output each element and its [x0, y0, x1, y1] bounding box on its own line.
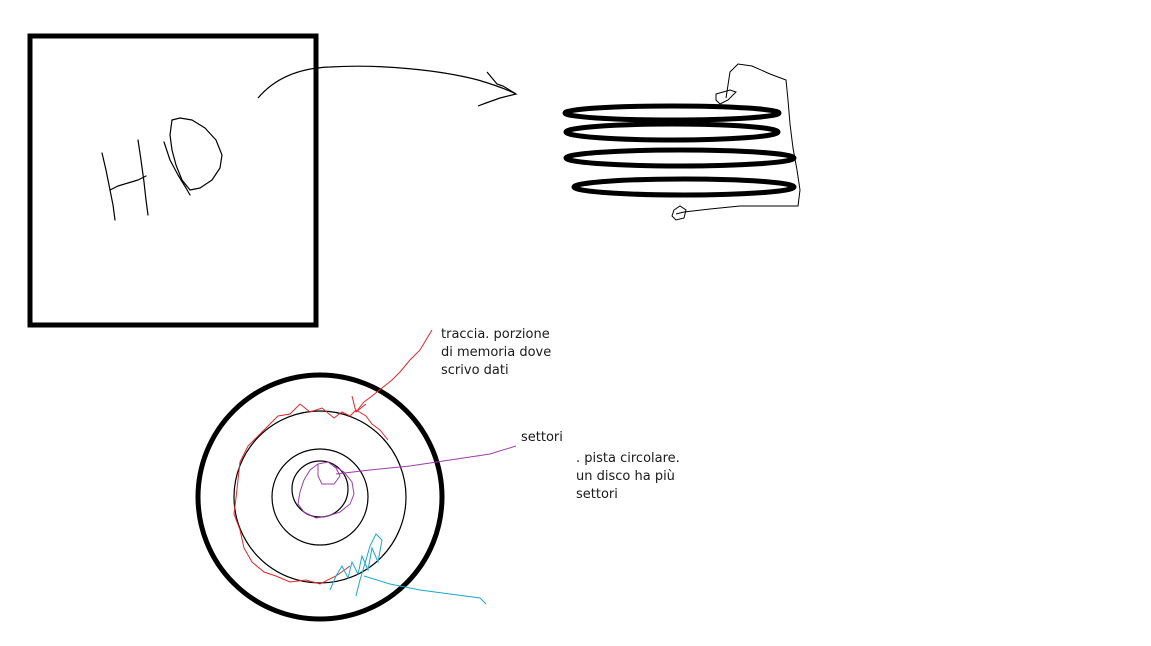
- annotation-settori: settori: [521, 429, 563, 447]
- arrow: [257, 65, 518, 107]
- track-outer-circle: [233, 410, 407, 584]
- annotation-pista: . pista circolare. un disco ha più setto…: [576, 450, 680, 504]
- actuator-arm: [671, 63, 801, 221]
- annotation-pista-line-2: un disco ha più: [576, 469, 675, 484]
- settori-pointer: [335, 445, 517, 475]
- annotation-settori-line-1: settori: [521, 430, 563, 445]
- annotation-pista-line-3: settori: [576, 487, 618, 502]
- disk-diagram: [195, 372, 445, 622]
- track-highlight-red: [233, 403, 389, 585]
- annotation-pista-line-1: . pista circolare.: [576, 451, 680, 466]
- traccia-pointer: [355, 329, 433, 413]
- hd-handwriting: [101, 117, 223, 221]
- track-middle-circle: [271, 448, 369, 546]
- platter-stack: [562, 103, 797, 198]
- pista-pointer: [363, 575, 487, 605]
- pista-highlight-cyan: [329, 533, 383, 597]
- annotation-traccia: traccia. porzione di memoria dove scrivo…: [441, 326, 551, 380]
- annotation-traccia-line-2: di memoria dove: [441, 345, 552, 360]
- annotation-traccia-line-1: traccia. porzione: [441, 327, 550, 342]
- annotation-traccia-line-3: scrivo dati: [441, 363, 509, 378]
- disk-outer-circle: [195, 372, 445, 622]
- sector-highlight-purple: [297, 461, 355, 519]
- hard-disk-box: [27, 33, 319, 328]
